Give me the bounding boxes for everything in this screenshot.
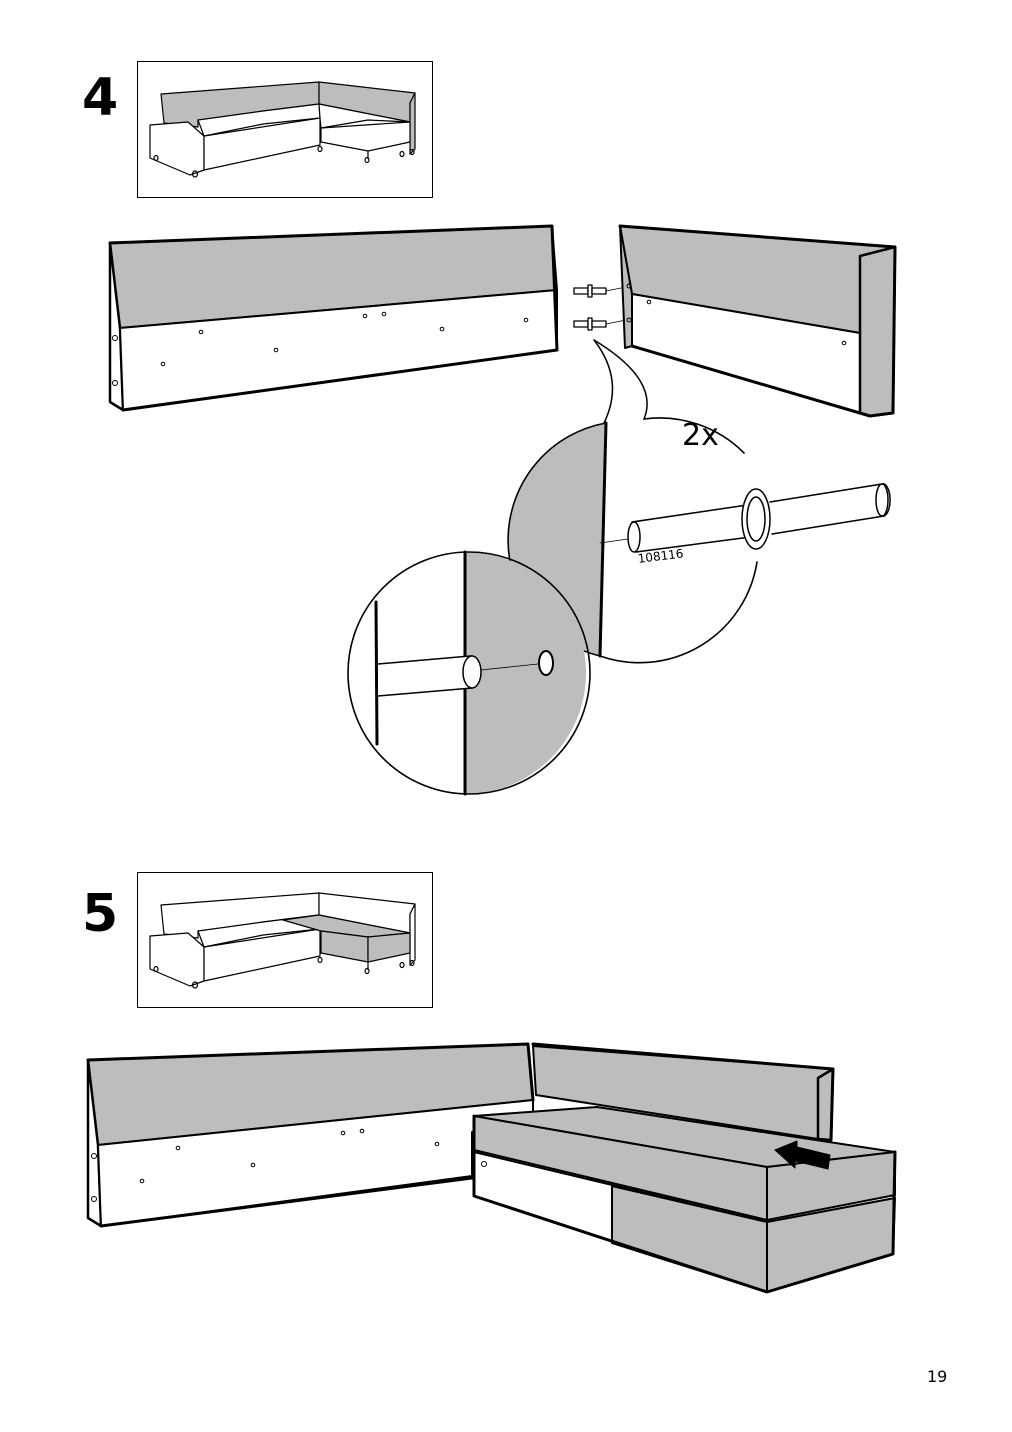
step5-left-backrest [86,1042,535,1228]
step5-right-backrest [531,1042,835,1142]
page-number: 19 [927,1367,948,1386]
callout-pointer [593,339,648,424]
step-number: 5 [82,884,119,944]
step4-right-backrest [618,224,897,418]
corner-sofa-backrest-highlight-icon [149,81,416,178]
step4-dowels [573,284,627,331]
corner-sofa-chaise-highlight-icon [149,892,416,989]
step4-left-backrest [108,224,559,412]
push-direction-arrow [774,1140,831,1170]
hole-detail-circle [347,550,591,796]
step5-overview-thumbnail [137,872,433,1008]
step4-overview-thumbnail [137,61,433,198]
step-number: 4 [82,68,119,128]
quantity-label: 2x [682,418,719,453]
